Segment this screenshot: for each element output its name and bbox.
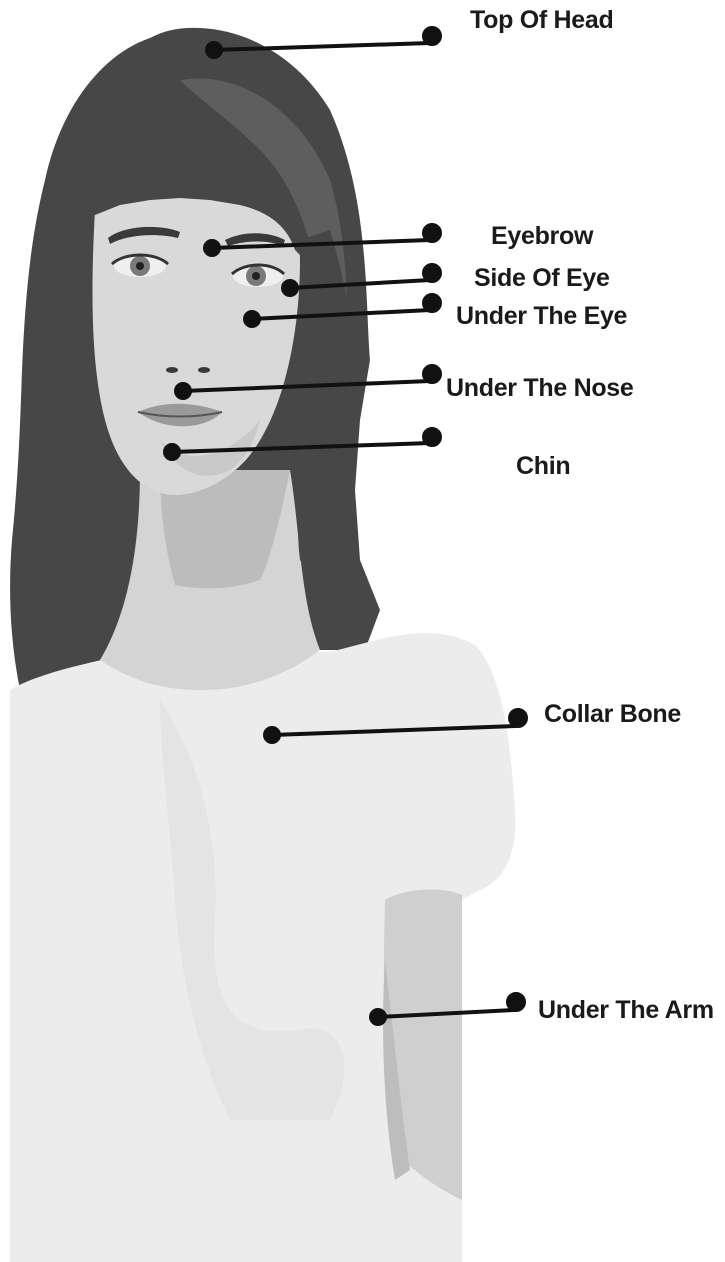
label-under-the-arm: Under The Arm xyxy=(538,996,714,1024)
label-eyebrow: Eyebrow xyxy=(491,222,594,250)
figure-illustration xyxy=(10,28,515,1262)
label-under-the-eye: Under The Eye xyxy=(456,302,628,330)
label-collar-bone: Collar Bone xyxy=(544,700,681,728)
label-side-of-eye: Side Of Eye xyxy=(474,264,610,292)
label-under-the-nose: Under The Nose xyxy=(446,374,634,402)
label-chin: Chin xyxy=(516,452,570,480)
nostril-left xyxy=(166,367,178,373)
nostril-right xyxy=(198,367,210,373)
label-top-of-head: Top Of Head xyxy=(470,6,613,34)
